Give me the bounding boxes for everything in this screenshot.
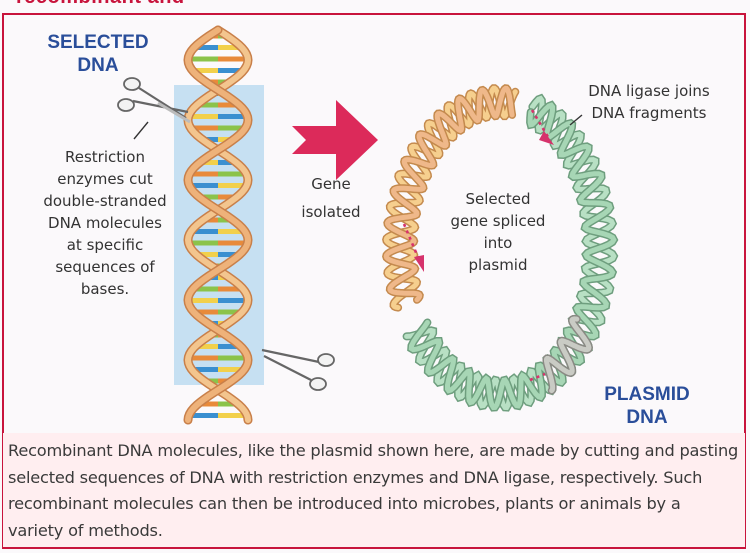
figure-caption: Recombinant DNA molecules, like the plas…	[8, 438, 740, 544]
dna-ligase-label: DNA ligase joins DNA fragments	[574, 80, 724, 124]
arrow-right-icon	[292, 100, 378, 180]
selected-dna-heading: SELECTED DNA	[38, 31, 158, 77]
leader-line	[134, 122, 148, 139]
scissors-icon	[262, 350, 334, 390]
gene-spliced-label: Selected gene spliced into plasmid	[438, 188, 558, 276]
plasmid-dna-heading: PLASMID DNA	[592, 383, 702, 429]
restriction-enzymes-label: Restriction enzymes cut double-stranded …	[30, 146, 180, 300]
gene-isolated-label: Gene isolated	[286, 170, 376, 226]
